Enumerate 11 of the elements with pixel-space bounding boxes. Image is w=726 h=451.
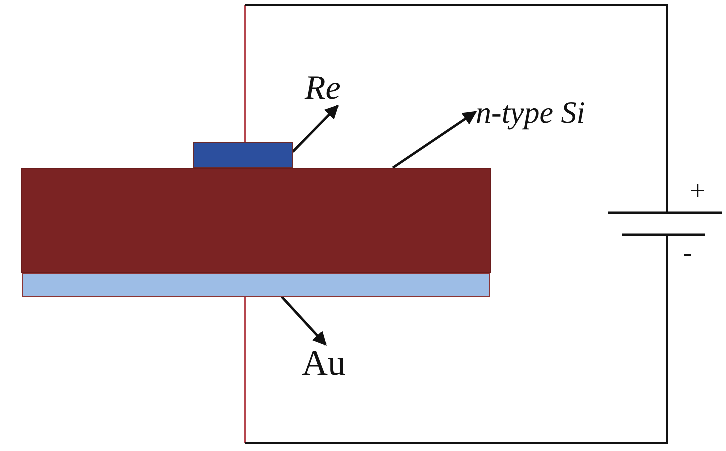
electrode-layer — [193, 142, 293, 168]
polarity-sign: + — [690, 178, 706, 206]
part-label: n-type Si — [476, 97, 586, 128]
leader-arrow — [281, 296, 327, 346]
leader-arrow — [392, 110, 478, 170]
part-label: Au — [302, 345, 346, 381]
back-contact-layer — [22, 273, 490, 297]
leader-arrow — [292, 105, 339, 153]
part-label: Re — [305, 72, 341, 106]
polarity-sign: - — [683, 240, 692, 268]
substrate-layer — [21, 168, 491, 273]
